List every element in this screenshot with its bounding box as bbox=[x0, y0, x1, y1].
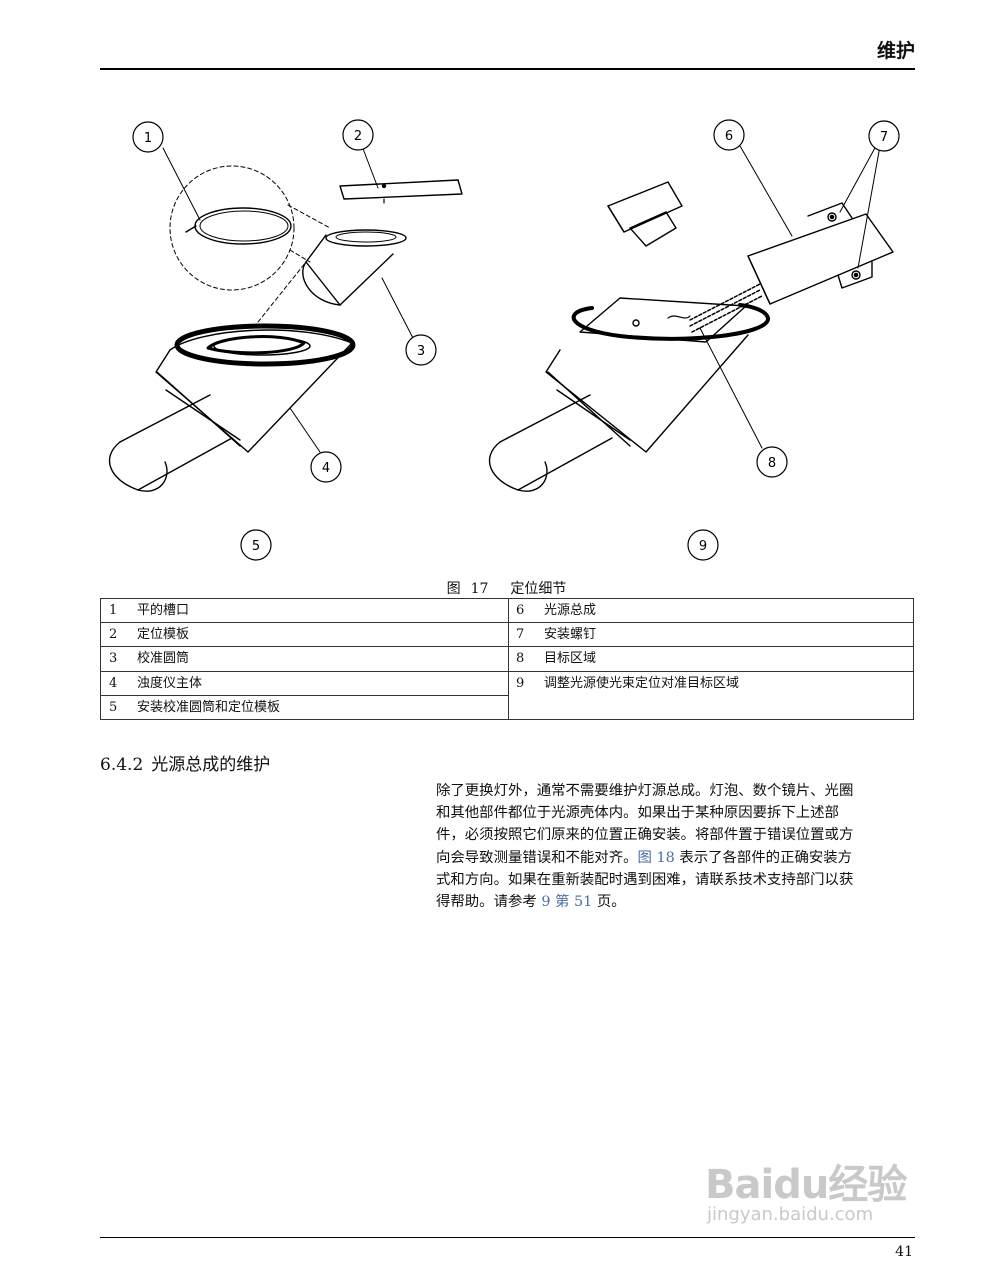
page-header-title: 维护 bbox=[876, 40, 915, 62]
body-text-segment: 得帮助。请参考 bbox=[436, 894, 542, 911]
legend-row: 2 定位模板 bbox=[101, 623, 508, 648]
figure-caption: 图 17 定位细节 bbox=[0, 578, 989, 598]
flat-slot-ring-left bbox=[206, 335, 306, 355]
page-number: 41 bbox=[895, 1244, 913, 1260]
figure-caption-number: 17 bbox=[470, 581, 489, 597]
figure-legend-table: 1 平的槽口 2 定位模板 3 校准圆筒 4 浊度仪主体 5 安装校准圆筒和定位模板 6 光… bbox=[100, 598, 914, 720]
callout-9: 9 bbox=[687, 529, 719, 561]
callout-5: 5 bbox=[240, 529, 272, 561]
callout-1: 1 bbox=[132, 121, 164, 153]
svg-text:1: 1 bbox=[144, 131, 152, 146]
body-line: 除了更换灯外，通常不需要维护灯源总成。灯泡、数个镜片、光圈 bbox=[436, 783, 854, 799]
svg-text:4: 4 bbox=[322, 461, 330, 476]
legend-number: 2 bbox=[109, 627, 118, 643]
watermark-url: jingyan.baidu.com bbox=[707, 1204, 874, 1225]
legend-text: 定位模板 bbox=[137, 627, 190, 643]
legend-column-right: 6 光源总成 7 安装螺钉 8 目标区域 9 调整光源使光束定位对准目标区域 bbox=[508, 599, 913, 719]
callout-3: 3 bbox=[405, 334, 437, 366]
legend-number: 1 bbox=[109, 603, 118, 618]
detail-zoom-circle bbox=[169, 165, 331, 323]
baidu-jingyan-watermark: Baidu经验 jingyan.baidu.com bbox=[705, 1152, 907, 1225]
section-heading: 6.4.2 光源总成的维护 bbox=[100, 750, 270, 775]
legend-text: 光源总成 bbox=[544, 603, 597, 618]
figure-18-link[interactable]: 图 18 bbox=[637, 849, 675, 866]
legend-row: 6 光源总成 bbox=[508, 599, 913, 624]
legend-text: 平的槽口 bbox=[137, 603, 190, 618]
legend-row: 9 调整光源使光束定位对准目标区域 bbox=[508, 672, 913, 696]
turbidimeter-body-right bbox=[488, 334, 749, 492]
legend-text: 浊度仪主体 bbox=[137, 675, 203, 691]
legend-row: 1 平的槽口 bbox=[101, 599, 508, 624]
body-line: 和其他部件都位于光源壳体内。如果出于某种原因要拆下上述部 bbox=[436, 805, 839, 822]
svg-text:9: 9 bbox=[699, 539, 707, 554]
flat-slot-detail bbox=[185, 207, 292, 245]
body-line: 式和方向。如果在重新装配时遇到困难，请联系技术支持部门以获 bbox=[436, 871, 854, 888]
positioning-template-left bbox=[339, 179, 463, 204]
body-paragraph: 除了更换灯外，通常不需要维护灯源总成。灯泡、数个镜片、光圈 和其他部件都位于光源… bbox=[436, 780, 908, 913]
body-text-segment: 表示了各部件的正确安装方 bbox=[674, 849, 853, 866]
figure-caption-prefix: 图 bbox=[446, 581, 461, 597]
legend-number: 4 bbox=[109, 675, 118, 691]
callout-6: 6 bbox=[713, 119, 745, 151]
legend-row: 3 校准圆筒 bbox=[101, 647, 508, 672]
svg-text:3: 3 bbox=[417, 344, 425, 359]
body-text-segment: 向会导致测量错误和不能对齐。 bbox=[436, 849, 638, 866]
calibration-cylinder bbox=[302, 229, 407, 306]
legend-text: 校准圆筒 bbox=[137, 651, 190, 667]
legend-number: 3 bbox=[109, 651, 118, 667]
section-number: 6.4.2 bbox=[100, 755, 144, 775]
gasket-ring-right bbox=[571, 303, 770, 341]
body-line: 向会导致测量错误和不能对齐。图 18 表示了各部件的正确安装方 bbox=[436, 847, 908, 869]
legend-number: 6 bbox=[516, 603, 525, 618]
loose-component bbox=[607, 181, 683, 247]
body-text-segment: 页。 bbox=[592, 894, 626, 911]
legend-number: 7 bbox=[516, 627, 525, 643]
legend-row: 7 安装螺钉 bbox=[508, 623, 913, 648]
svg-text:8: 8 bbox=[768, 456, 776, 471]
legend-text: 安装螺钉 bbox=[544, 627, 597, 643]
svg-text:7: 7 bbox=[880, 130, 888, 145]
light-source-assembly bbox=[747, 202, 894, 305]
page-reference-link[interactable]: 9 第 51 bbox=[541, 894, 593, 911]
legend-number: 5 bbox=[109, 699, 118, 715]
callout-2: 2 bbox=[342, 119, 374, 151]
turbidimeter-body-left bbox=[108, 329, 353, 492]
callout-7: 7 bbox=[868, 120, 900, 152]
legend-row: 5 安装校准圆筒和定位模板 bbox=[101, 696, 508, 720]
light-beam bbox=[689, 283, 763, 333]
header-rule bbox=[100, 68, 915, 70]
svg-text:2: 2 bbox=[354, 129, 362, 144]
legend-number: 8 bbox=[516, 651, 525, 667]
callout-4: 4 bbox=[310, 451, 342, 483]
positioning-template-right bbox=[579, 297, 747, 343]
figure-caption-text: 定位细节 bbox=[510, 581, 567, 597]
legend-text: 安装校准圆筒和定位模板 bbox=[137, 699, 281, 715]
svg-text:5: 5 bbox=[252, 539, 260, 554]
positioning-figure: 1 2 3 4 5 6 7 8 9 bbox=[108, 119, 900, 561]
body-line: 件，必须按照它们原来的位置正确安装。将部件置于错误位置或方 bbox=[436, 827, 854, 844]
footer-rule bbox=[100, 1237, 915, 1238]
body-line: 得帮助。请参考 9 第 51 页。 bbox=[436, 891, 908, 913]
section-title: 光源总成的维护 bbox=[151, 755, 271, 775]
legend-text: 目标区域 bbox=[544, 651, 597, 667]
legend-text: 调整光源使光束定位对准目标区域 bbox=[544, 675, 740, 691]
watermark-logo: Baidu经验 bbox=[705, 1162, 907, 1208]
gasket-ring-left bbox=[174, 323, 356, 367]
legend-column-left: 1 平的槽口 2 定位模板 3 校准圆筒 4 浊度仪主体 5 安装校准圆筒和定位模板 bbox=[101, 599, 509, 719]
callout-8: 8 bbox=[756, 446, 788, 478]
svg-text:6: 6 bbox=[725, 129, 733, 144]
legend-number: 9 bbox=[516, 675, 525, 691]
legend-row: 4 浊度仪主体 bbox=[101, 672, 508, 696]
legend-row: 8 目标区域 bbox=[508, 647, 913, 672]
